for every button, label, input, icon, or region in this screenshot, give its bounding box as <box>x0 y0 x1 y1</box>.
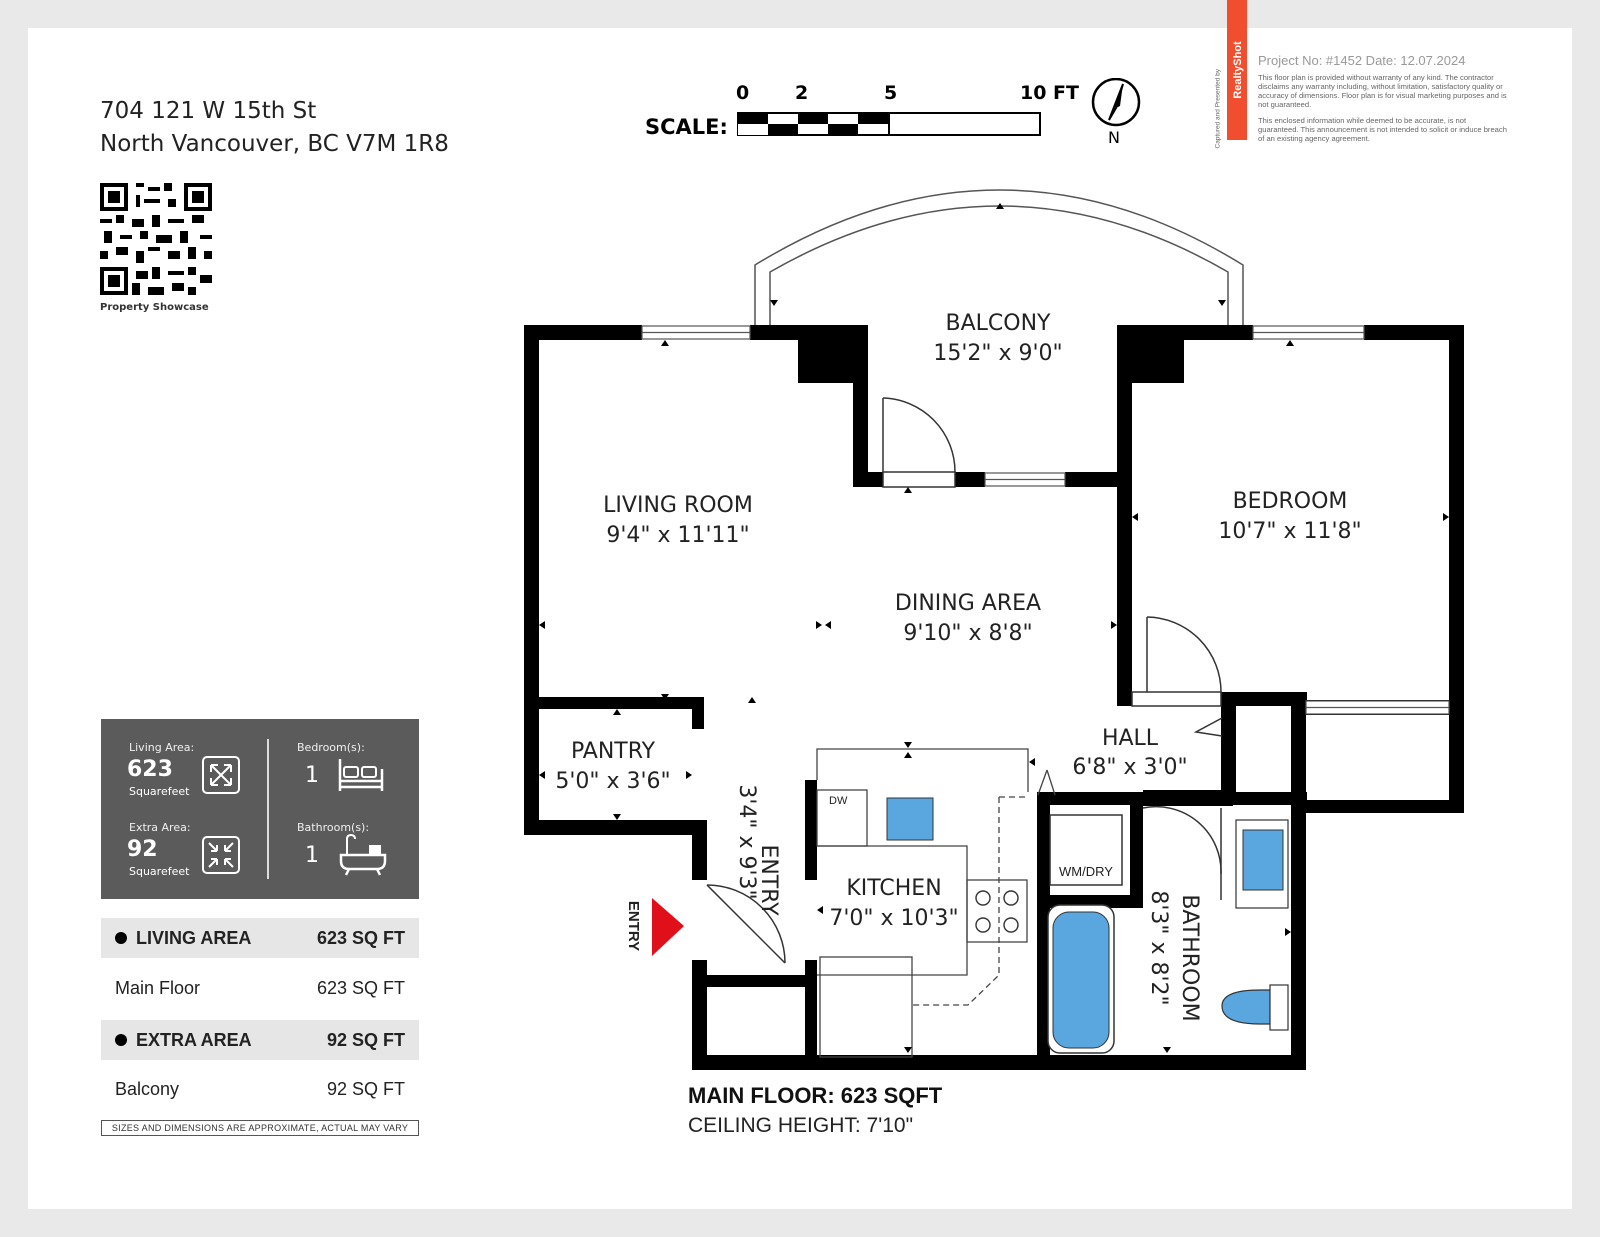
room-balcony-dims: 15'2" x 9'0" <box>933 341 1062 366</box>
scale-tick-0: 0 <box>736 82 750 104</box>
room-dining-name: DINING AREA <box>895 591 1041 616</box>
table-row-extra-area: EXTRA AREA 92 SQ FT <box>101 1020 419 1060</box>
table-row-balcony: Balcony 92 SQ FT <box>101 1069 419 1109</box>
expand-icon <box>202 756 240 794</box>
living-area-unit: Squarefeet <box>129 785 190 798</box>
table-row-main-floor: Main Floor 623 SQ FT <box>101 968 419 1008</box>
table-row-living-area: LIVING AREA 623 SQ FT <box>101 918 419 958</box>
scale-tick-10: 10 FT <box>1020 82 1079 104</box>
balcony-rail <box>754 189 1244 330</box>
room-kitchen-dims: 7'0" x 10'3" <box>829 906 958 931</box>
qr-caption: Property Showcase <box>100 302 209 313</box>
qr-code-icon[interactable] <box>100 183 212 295</box>
bathroom-sink-icon <box>1242 829 1284 891</box>
room-pantry-name: PANTRY <box>571 739 656 764</box>
washer-icon <box>1049 814 1123 886</box>
north-label: N <box>1108 128 1120 147</box>
row-value: 623 SQ FT <box>316 978 405 998</box>
bullet-icon <box>115 932 127 944</box>
scale-tick-2: 2 <box>795 82 809 104</box>
north-arrow-icon <box>1091 78 1141 127</box>
stove-icon <box>975 890 1019 933</box>
windows <box>641 325 1450 715</box>
bathrooms-value: 1 <box>305 843 319 868</box>
extra-area-label: Extra Area: <box>129 821 191 834</box>
dishwasher-label: DW <box>829 795 848 807</box>
room-dining-dims: 9'10" x 8'8" <box>903 621 1032 646</box>
collapse-icon <box>202 836 240 874</box>
kitchen-counters <box>816 748 1056 1058</box>
bed-icon <box>338 759 384 791</box>
doors <box>685 397 1223 964</box>
row-label: Main Floor <box>115 978 201 998</box>
dimension-markers <box>539 203 1449 1053</box>
room-hall-name: HALL <box>1102 726 1159 751</box>
bullet-icon <box>115 1034 127 1046</box>
entry-arrow-icon <box>652 898 684 956</box>
stats-panel: Living Area: 623 Squarefeet Extra Area: … <box>101 719 419 899</box>
project-info: Project No: #1452 Date: 12.07.2024 <box>1258 53 1466 68</box>
room-balcony-name: BALCONY <box>946 311 1052 336</box>
room-entry-name: ENTRY <box>756 844 781 916</box>
scale-bar <box>737 112 1041 136</box>
room-hall-dims: 6'8" x 3'0" <box>1072 755 1187 780</box>
living-area-value: 623 <box>127 757 173 782</box>
kitchen-sink-icon <box>886 797 934 841</box>
toilet-icon <box>1221 989 1271 1025</box>
notice-accuracy: This enclosed information while deemed t… <box>1258 116 1507 143</box>
bathrooms-label: Bathroom(s): <box>297 821 370 834</box>
disclaimer: SIZES AND DIMENSIONS ARE APPROXIMATE, AC… <box>101 1120 419 1136</box>
bathtub-icon <box>339 833 387 876</box>
row-label: LIVING AREA <box>136 928 252 948</box>
ceiling-height: CEILING HEIGHT: 7'10" <box>688 1114 914 1137</box>
notice-warranty: This floor plan is provided without warr… <box>1258 73 1507 109</box>
floor-plan-sheet <box>28 28 1572 1209</box>
entry-marker-label: ENTRY <box>625 901 642 951</box>
row-label: EXTRA AREA <box>136 1030 252 1050</box>
washer-label: WM/DRY <box>1059 864 1113 879</box>
room-living-name: LIVING ROOM <box>603 493 753 518</box>
row-label: Balcony <box>115 1079 180 1099</box>
room-kitchen-name: KITCHEN <box>846 876 941 901</box>
floor-title: MAIN FLOOR: 623 SQFT <box>688 1083 943 1108</box>
extra-area-value: 92 <box>127 837 158 862</box>
room-bathroom-dims: 8'3" x 8'2" <box>1146 890 1171 1005</box>
living-area-label: Living Area: <box>129 741 195 754</box>
bedrooms-value: 1 <box>305 763 319 788</box>
bathtub-icon <box>1052 911 1110 1049</box>
brand-tab: RealtyShot <box>1227 0 1247 140</box>
row-value: 92 SQ FT <box>326 1079 405 1099</box>
extra-area-unit: Squarefeet <box>129 865 190 878</box>
room-bedroom-name: BEDROOM <box>1233 489 1348 514</box>
scale-tick-5: 5 <box>884 82 898 104</box>
scale-title: SCALE: <box>645 115 728 139</box>
room-pantry-dims: 5'0" x 3'6" <box>555 769 670 794</box>
room-bathroom-name: BATHROOM <box>1177 894 1202 1021</box>
address-line1: 704 121 W 15th St <box>100 98 317 124</box>
bedrooms-label: Bedroom(s): <box>297 741 365 754</box>
stats-divider <box>267 739 269 879</box>
room-entry-dims: 3'4" x 9'3" <box>734 784 759 899</box>
room-bedroom-dims: 10'7" x 11'8" <box>1218 519 1361 544</box>
room-living-dims: 9'4" x 11'11" <box>606 523 749 548</box>
row-value: 92 SQ FT <box>326 1030 405 1050</box>
row-value: 623 SQ FT <box>316 928 405 948</box>
address-line2: North Vancouver, BC V7M 1R8 <box>100 131 449 157</box>
